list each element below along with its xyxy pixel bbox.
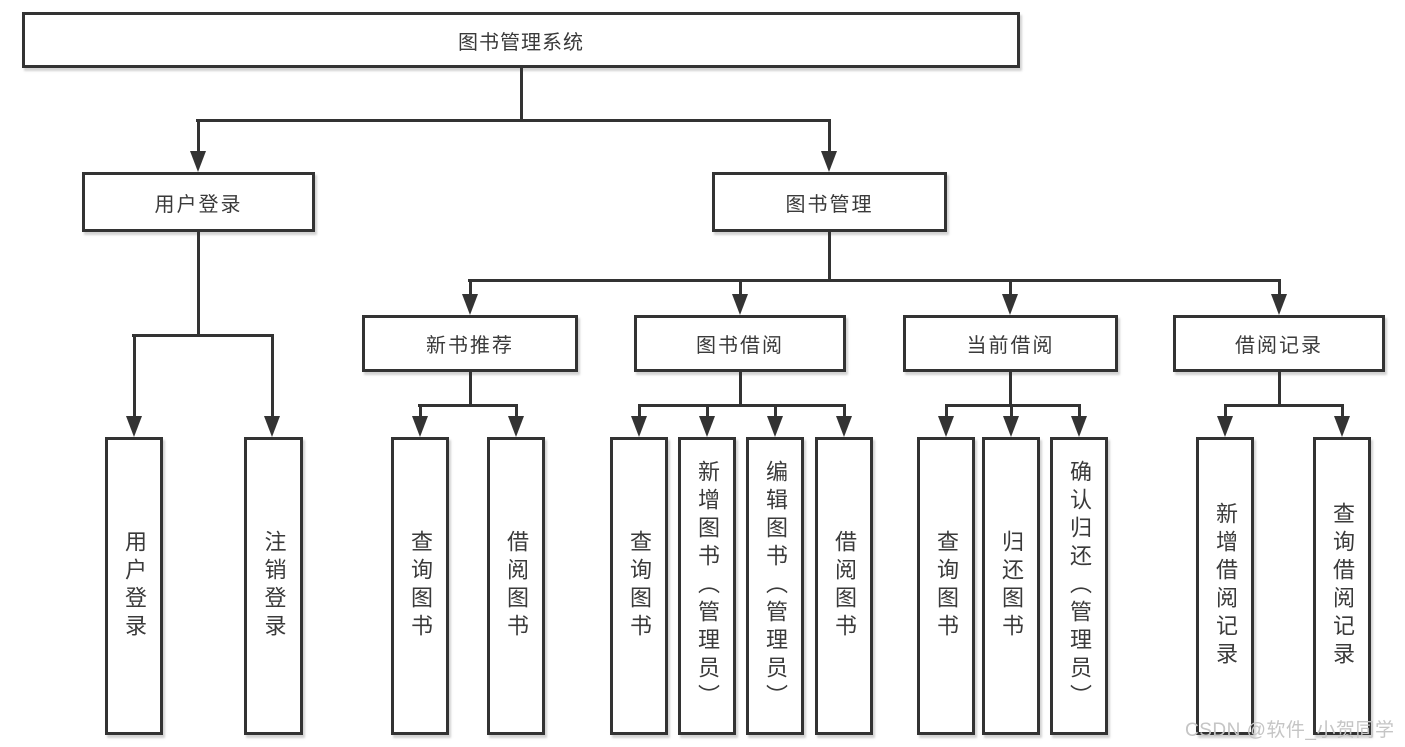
node-current-borrowing: 当前借阅 [903, 315, 1118, 372]
connector-borrow-drop-2 [706, 404, 709, 416]
node-user-login: 用户登录 [82, 172, 315, 232]
node-leaf-records-query-record: 查询借阅记录 [1313, 437, 1371, 735]
node-leaf-current-query-books: 查询图书 [917, 437, 975, 735]
connector-bookmgmt-bar [468, 279, 1281, 282]
connector-root-bar [196, 119, 831, 122]
connector-records-drop-1 [1224, 404, 1227, 416]
node-leaf-logout: 注销登录 [244, 437, 303, 735]
connector-root-drop-right [828, 119, 831, 152]
node-library-system: 图书管理系统 [22, 12, 1020, 68]
arrowhead-borrow-borrow [836, 416, 852, 437]
connector-bookmgmt-stem [828, 232, 831, 280]
connector-borrow-bar [638, 404, 846, 407]
connector-bookmgmt-drop-3 [1009, 279, 1012, 294]
connector-records-bar [1224, 404, 1344, 407]
arrowhead-borrow-records [1271, 294, 1287, 315]
connector-borrow-stem [739, 372, 742, 406]
connector-current-bar [945, 404, 1081, 407]
node-leaf-current-return-books: 归还图书 [982, 437, 1040, 735]
connector-borrow-drop-3 [774, 404, 777, 416]
connector-root-drop-left [197, 119, 200, 152]
connector-userlogin-stem [197, 232, 200, 335]
node-leaf-current-confirm-return-admin: 确认归还（管理员） [1050, 437, 1108, 735]
connector-root-stem [520, 68, 523, 120]
arrowhead-records-query [1334, 416, 1350, 437]
node-leaf-newbook-query-books: 查询图书 [391, 437, 449, 735]
node-leaf-borrow-edit-books-admin: 编辑图书（管理员） [746, 437, 804, 735]
connector-current-drop-2 [1010, 404, 1013, 416]
node-borrowing-records: 借阅记录 [1173, 315, 1385, 372]
connector-userlogin-bar [132, 334, 274, 337]
connector-newbook-bar [418, 404, 518, 407]
arrowhead-leaf-user-login [126, 416, 142, 437]
connector-bookmgmt-drop-4 [1278, 279, 1281, 294]
connector-borrow-drop-4 [843, 404, 846, 416]
arrowhead-current-confirm [1071, 416, 1087, 437]
node-leaf-user-login: 用户登录 [105, 437, 163, 735]
connector-newbook-stem [469, 372, 472, 406]
connector-records-stem [1278, 372, 1281, 406]
node-new-book-recommend: 新书推荐 [362, 315, 578, 372]
connector-userlogin-drop-2 [271, 334, 274, 416]
arrowhead-newbook-borrow [508, 416, 524, 437]
connector-borrow-drop-1 [638, 404, 641, 416]
connector-current-drop-1 [945, 404, 948, 416]
connector-newbook-drop-2 [515, 404, 518, 416]
arrowhead-book-borrow [732, 294, 748, 315]
arrowhead-newbook-query [412, 416, 428, 437]
arrowhead-book-mgmt [821, 151, 837, 172]
connector-current-stem [1009, 372, 1012, 406]
connector-bookmgmt-drop-2 [739, 279, 742, 294]
arrowhead-current-borrow [1002, 294, 1018, 315]
arrowhead-user-login [190, 151, 206, 172]
connector-bookmgmt-drop-1 [469, 279, 472, 294]
arrowhead-current-return [1003, 416, 1019, 437]
csdn-watermark: CSDN @软件_小贺同学 [1185, 720, 1395, 741]
arrowhead-records-add [1217, 416, 1233, 437]
arrowhead-new-book-rec [462, 294, 478, 315]
arrowhead-current-query [938, 416, 954, 437]
connector-newbook-drop-1 [419, 404, 422, 416]
connector-userlogin-drop-1 [133, 334, 136, 416]
node-leaf-newbook-borrow-books: 借阅图书 [487, 437, 545, 735]
connector-records-drop-2 [1341, 404, 1344, 416]
node-book-borrowing: 图书借阅 [634, 315, 846, 372]
arrowhead-borrow-query [631, 416, 647, 437]
node-leaf-borrow-query-books: 查询图书 [610, 437, 668, 735]
arrowhead-leaf-logout [264, 416, 280, 437]
arrowhead-borrow-edit [767, 416, 783, 437]
node-leaf-records-add-record: 新增借阅记录 [1196, 437, 1254, 735]
node-book-management: 图书管理 [712, 172, 947, 232]
arrowhead-borrow-add [699, 416, 715, 437]
node-leaf-borrow-add-books-admin: 新增图书（管理员） [678, 437, 736, 735]
node-leaf-borrow-borrow-books: 借阅图书 [815, 437, 873, 735]
connector-current-drop-3 [1078, 404, 1081, 416]
